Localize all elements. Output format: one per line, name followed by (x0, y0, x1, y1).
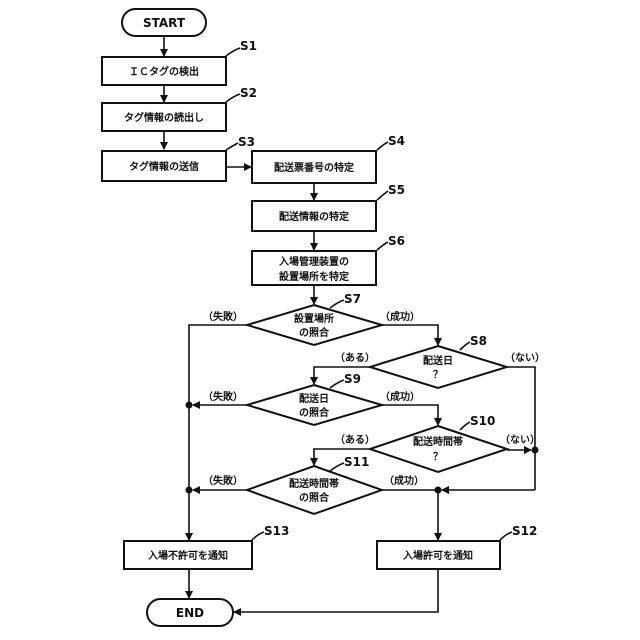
end-terminal: END (147, 599, 233, 626)
process-s4: 配送票番号の特定 S4 (252, 134, 405, 183)
decision-s11-line1: 配送時間帯 (289, 477, 339, 490)
leader-s1 (226, 48, 240, 56)
start-terminal: START (122, 9, 206, 36)
branch-labels: （失敗） （成功） （ある） （ない） （失敗） （成功） （ある） （ない） … (203, 310, 545, 487)
leader-s13 (252, 532, 264, 540)
process-s1: ＩＣタグの検出 S1 (102, 39, 257, 85)
junction-dot (532, 447, 539, 454)
start-label: START (143, 16, 186, 30)
decision-s8-line1: 配送日 (423, 354, 453, 367)
branch-s8-no: （ない） (505, 351, 545, 364)
leader-s8 (460, 342, 470, 350)
leader-s2 (226, 94, 240, 102)
decision-s10-line2: ？ (433, 451, 443, 463)
process-s4-text: 配送票番号の特定 (274, 161, 354, 174)
process-s2-text: タグ情報の読出し (124, 111, 204, 124)
junction-dot (435, 487, 442, 494)
junction-dot (186, 487, 193, 494)
branch-s11-fail: （失敗） (203, 474, 243, 487)
branch-s10-no: （ない） (500, 433, 540, 446)
decision-s10-line1: 配送時間帯 (413, 435, 463, 448)
branch-s9-success: （成功） (380, 390, 420, 403)
process-s5-text: 配送情報の特定 (279, 210, 349, 223)
process-s12-text: 入場許可を通知 (403, 549, 473, 562)
branch-s7-success: （成功） (380, 310, 420, 323)
process-s1-text: ＩＣタグの検出 (129, 65, 199, 78)
arrow-s7-fail (189, 325, 247, 540)
leader-s12 (500, 532, 512, 540)
branch-s7-fail: （失敗） (203, 310, 243, 323)
leader-s4 (377, 142, 388, 150)
step-label-s5: S5 (388, 183, 405, 197)
process-s6-line2: 設置場所を特定 (279, 270, 349, 283)
leader-s9 (330, 380, 344, 388)
step-label-s9: S9 (344, 372, 361, 386)
arrow-s9-s10 (382, 405, 438, 425)
process-s3-text: タグ情報の送信 (129, 160, 199, 173)
end-label: END (176, 606, 204, 620)
step-label-s1: S1 (240, 39, 257, 53)
arrow-s12-end (234, 570, 438, 612)
step-label-s10: S10 (470, 414, 495, 428)
step-label-s12: S12 (512, 524, 537, 538)
leader-s3 (226, 143, 238, 150)
process-s3: タグ情報の送信 S3 (102, 135, 255, 181)
arrow-s8-no (507, 367, 535, 490)
junction-dot (186, 402, 193, 409)
leader-s5 (377, 191, 388, 200)
arrow-s7-s8 (382, 325, 438, 345)
process-s6: 入場管理装置の 設置場所を特定 S6 (252, 234, 405, 285)
decision-s8-line2: ？ (433, 369, 443, 381)
leader-s10 (460, 422, 470, 430)
step-label-s4: S4 (388, 134, 405, 148)
decision-s9-line1: 配送日 (299, 392, 329, 405)
branch-s8-yes: （ある） (335, 351, 375, 364)
step-label-s2: S2 (240, 86, 257, 100)
decision-s11-line2: の照合 (299, 491, 330, 504)
process-s5: 配送情報の特定 S5 (252, 183, 405, 231)
step-label-s6: S6 (388, 234, 405, 248)
step-label-s8: S8 (470, 334, 487, 348)
step-label-s13: S13 (264, 524, 289, 538)
process-s13: 入場不許可を通知 S13 (124, 524, 289, 569)
decision-s9-line2: の照合 (299, 406, 330, 419)
process-s6-line1: 入場管理装置の (279, 255, 349, 268)
step-label-s3: S3 (238, 135, 255, 149)
process-s12: 入場許可を通知 S12 (377, 524, 537, 569)
leader-s6 (377, 242, 388, 250)
branch-s11-success: （成功） (384, 474, 424, 487)
branch-s9-fail: （失敗） (203, 390, 243, 403)
leader-s11 (330, 463, 344, 471)
process-s2: タグ情報の読出し S2 (102, 86, 257, 131)
decision-s7-line1: 設置場所 (294, 312, 334, 325)
step-label-s11: S11 (344, 455, 369, 469)
leader-s7 (330, 300, 344, 308)
decision-s7-line2: の照合 (299, 326, 330, 339)
branch-s10-yes: （ある） (335, 433, 375, 446)
step-label-s7: S7 (344, 292, 361, 306)
process-s13-text: 入場不許可を通知 (148, 549, 228, 562)
